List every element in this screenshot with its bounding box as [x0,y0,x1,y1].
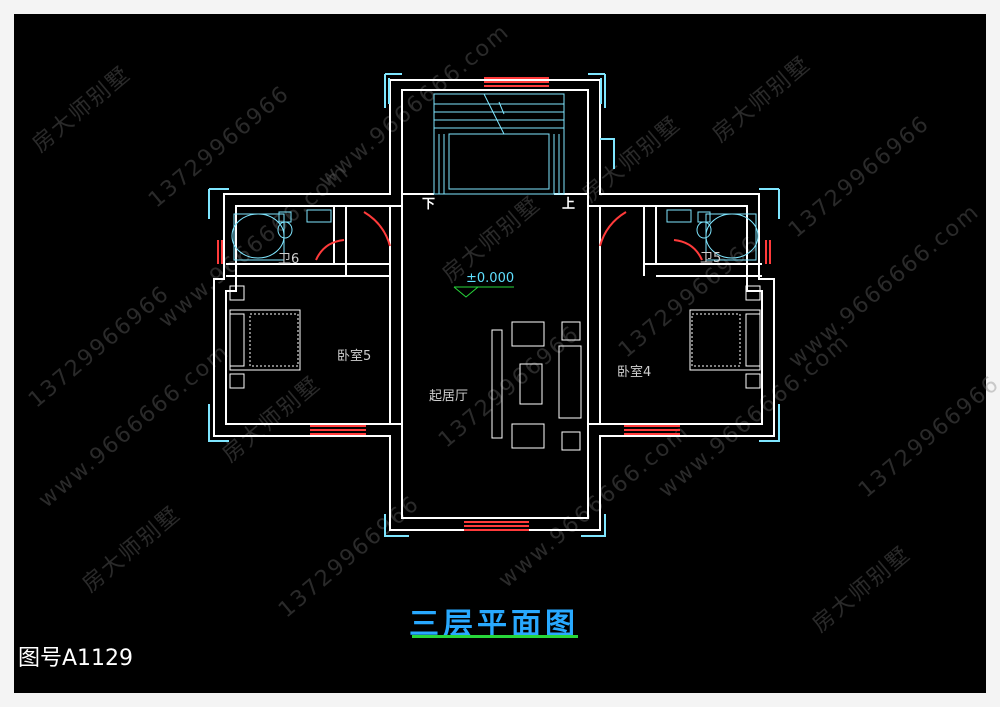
corner-columns [208,73,780,537]
room-living: 起居厅 [429,389,469,404]
title-underline [412,635,578,638]
room-bath-left: 卫6 [278,252,300,267]
drawing-number: 图号A1129 [18,646,134,671]
room-bath-right: 卫5 [700,251,722,266]
room-bedroom-right: 卧室4 [617,365,652,380]
stair-up-label: 上 [562,197,576,212]
windows [217,77,771,531]
stair-down-label: 下 [422,197,436,212]
wall-inner [225,89,763,519]
staircase [433,93,565,195]
cad-canvas: 房大师别墅 13729966966 www.9666666.com 房大师别墅 … [14,14,1000,693]
furniture [229,285,761,451]
room-bedroom-left: 卧室5 [337,349,372,364]
floor-plan [208,73,780,537]
elevation-label: ±0.000 [466,271,515,286]
wall-outline [213,79,775,531]
elevation-marker [453,286,514,298]
bath-fixtures [231,209,759,261]
